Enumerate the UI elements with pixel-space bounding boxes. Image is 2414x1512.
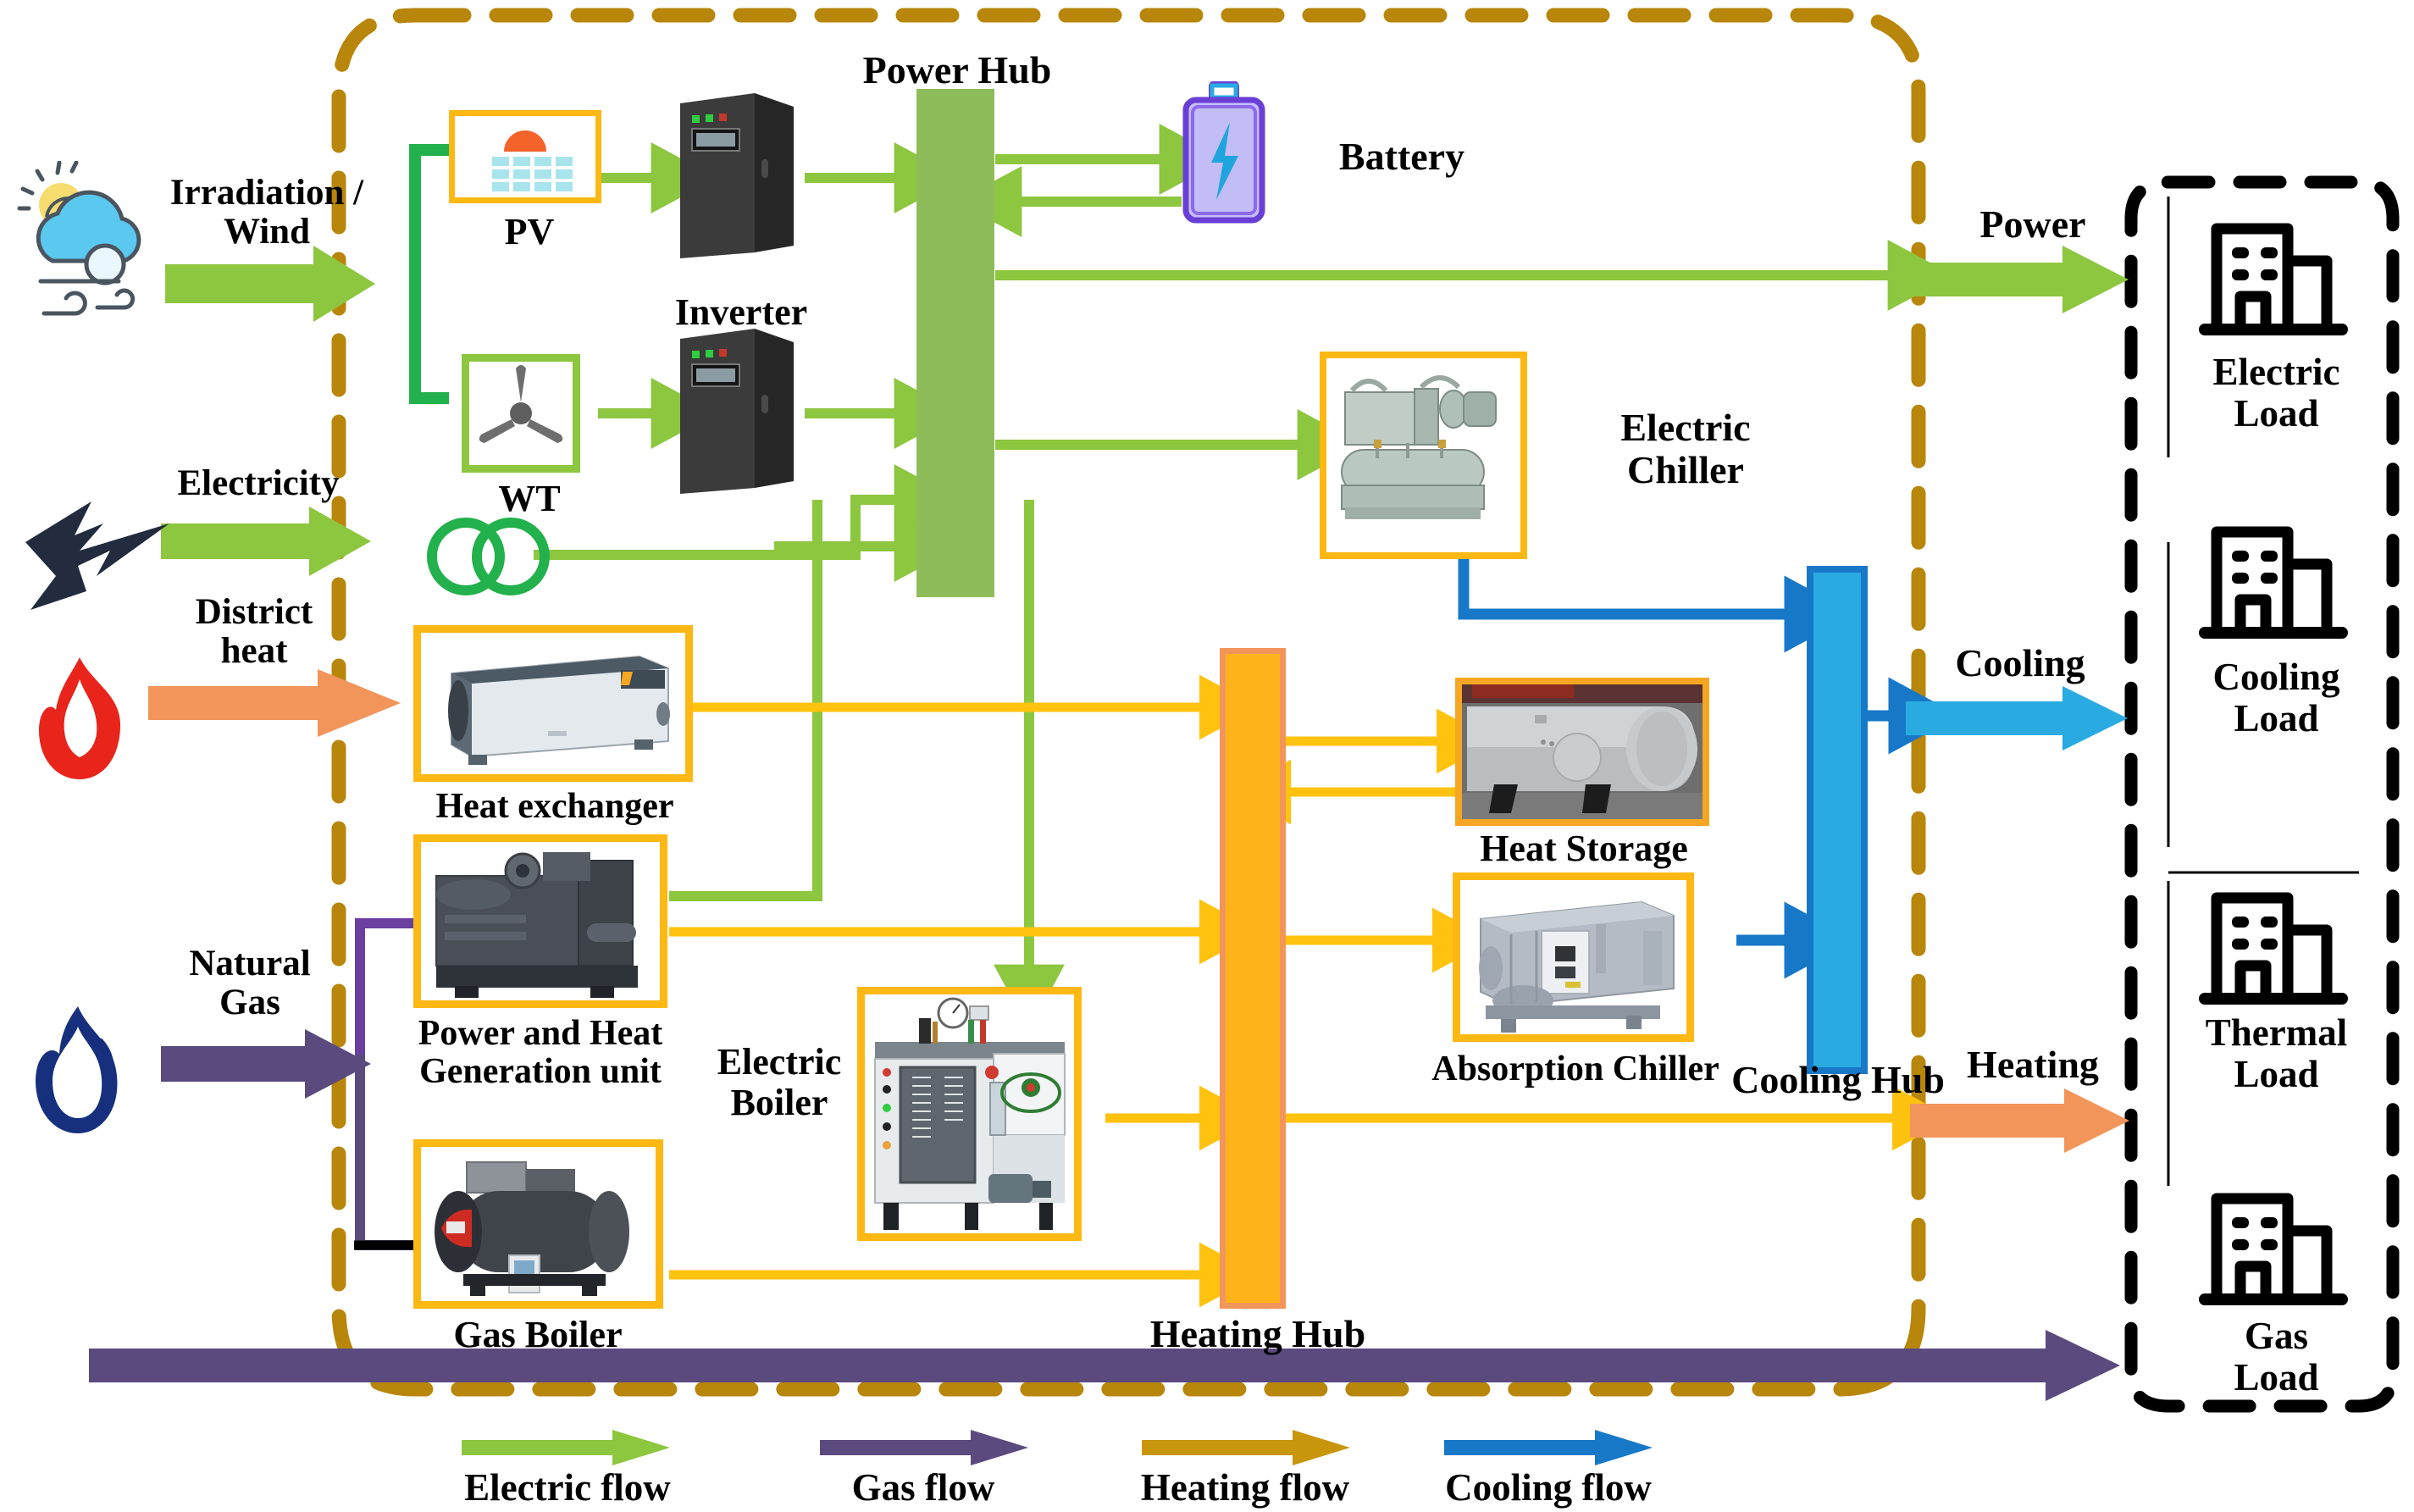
- electric-load-label: Electric Load: [2212, 351, 2340, 435]
- solar-panel-icon: [492, 130, 573, 191]
- chp-label: Power and Heat Generation unit: [418, 1014, 663, 1092]
- wt-box: [462, 354, 580, 473]
- heating-hub: [1220, 648, 1286, 1309]
- power-hub-label: Power Hub: [862, 48, 1052, 91]
- irradiation-wind-arrow: [165, 246, 375, 322]
- load-boundary: [2124, 175, 2400, 1413]
- heating-output-label: Heating: [1967, 1043, 2099, 1086]
- electric-boiler-photo: [865, 994, 1074, 1233]
- heat-exchanger-label: Heat exchanger: [435, 787, 674, 826]
- gas-load-bypass-arrow: [89, 1330, 2120, 1401]
- electricity-arrow: [161, 507, 371, 576]
- natural-gas-arrow: [161, 1029, 371, 1099]
- legend-label-electric-flow: Electric flow: [464, 1466, 671, 1509]
- heat-storage-box: [1455, 678, 1709, 826]
- heat-exchanger-photo: [421, 633, 685, 774]
- gas-boiler-label: Gas Boiler: [453, 1314, 623, 1355]
- electric-chiller-box: [1320, 352, 1527, 559]
- building-icon-cooling: [2199, 526, 2348, 639]
- heat-storage-label: Heat Storage: [1480, 828, 1688, 869]
- building-icon-thermal: [2199, 892, 2348, 1005]
- gas-load-label: Gas Load: [2234, 1315, 2319, 1398]
- irradiation-wind-label: Irradiation / Wind: [169, 173, 364, 252]
- power-hub: [916, 89, 994, 597]
- power-output-arrow: [1910, 246, 2129, 313]
- red-flame-icon: [39, 657, 121, 779]
- cooling-output-arrow: [1906, 686, 2128, 750]
- inverter-cabinet-icon-2: [680, 329, 794, 494]
- electric-flow-lines: [409, 124, 1954, 1031]
- legend-label-heating-flow: Heating flow: [1140, 1466, 1350, 1509]
- heat-exchanger-box: [413, 625, 693, 782]
- wt-label: WT: [498, 478, 561, 519]
- legend: Electric flow Gas flow Heating flow Cool…: [440, 1423, 1728, 1508]
- legend-arrow-electric-flow: [462, 1430, 670, 1465]
- absorption-chiller-box: [1453, 872, 1694, 1042]
- natural-gas-label: Natural Gas: [189, 944, 311, 1023]
- cooling-hub-label: Cooling Hub: [1731, 1058, 1945, 1101]
- building-icon-gas: [2199, 1193, 2348, 1305]
- system-boundary: [331, 8, 1926, 1397]
- electric-boiler-box: [857, 987, 1082, 1241]
- absorption-chiller-label: Absorption Chiller: [1431, 1050, 1719, 1088]
- legend-arrow-gas-flow: [820, 1430, 1028, 1465]
- pv-box: [449, 110, 601, 203]
- chp-unit-photo: [421, 842, 660, 1000]
- heating-hub-label: Heating Hub: [1149, 1312, 1366, 1355]
- legend-arrow-cooling-flow: [1444, 1430, 1653, 1465]
- heating-flow-lines: [669, 674, 1953, 1308]
- electric-chiller-photo: [1326, 358, 1520, 552]
- heating-output-arrow: [1910, 1088, 2129, 1153]
- district-heat-arrow: [148, 669, 401, 737]
- heat-storage-tank-photo: [1462, 684, 1703, 819]
- power-output-label: Power: [1979, 202, 2086, 246]
- absorption-chiller-photo: [1460, 880, 1686, 1034]
- district-heat-label: District heat: [195, 592, 313, 672]
- cooling-output-label: Cooling: [1955, 641, 2085, 684]
- building-icon-electric: [2199, 223, 2348, 335]
- legend-label-cooling-flow: Cooling flow: [1445, 1466, 1652, 1509]
- transformer-icon: [427, 518, 550, 595]
- pv-label: PV: [504, 211, 555, 252]
- wind-turbine-icon: [479, 365, 563, 443]
- gas-boiler-box: [413, 1139, 663, 1309]
- legend-arrow-heating-flow: [1142, 1430, 1350, 1465]
- cooling-hub: [1807, 566, 1868, 1074]
- sun-cloud-wind-icon: [17, 161, 141, 316]
- inverter-label: Inverter: [674, 291, 808, 333]
- electric-chiller-label: Electric Chiller: [1620, 406, 1751, 491]
- battery-label: Battery: [1338, 135, 1465, 178]
- electric-boiler-label: Electric Boiler: [717, 1041, 842, 1123]
- thermal-load-label: Thermal Load: [2205, 1011, 2348, 1095]
- electricity-label: Electricity: [177, 463, 340, 503]
- blue-flame-icon: [36, 1006, 118, 1133]
- inverter-cabinet-icon: [680, 93, 794, 258]
- battery-icon: [1182, 81, 1265, 224]
- chp-box: [413, 834, 667, 1008]
- legend-label-gas-flow: Gas flow: [851, 1466, 995, 1509]
- cooling-load-label: Cooling Load: [2212, 656, 2340, 739]
- lightning-bolt-icon: [25, 501, 169, 610]
- gas-boiler-photo: [421, 1147, 656, 1301]
